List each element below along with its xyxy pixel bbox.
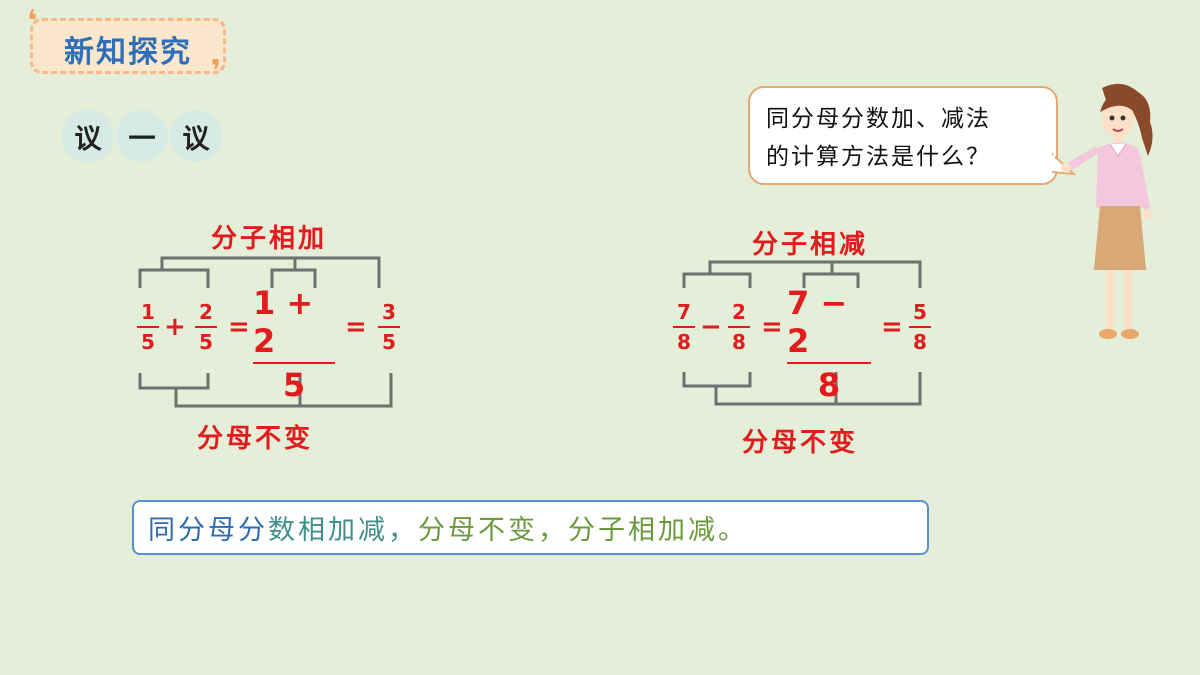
right-equals-1: = — [761, 312, 783, 342]
bubble-line-1: 同分母分数加、减法 — [766, 106, 991, 132]
section-title-badge: ❛ 新知探究 ❜ — [27, 7, 226, 87]
teacher-illustration — [1061, 83, 1153, 339]
bubble-line-2: 的计算方法是什么？ — [766, 144, 991, 170]
close-quote-icon: ❜ — [210, 54, 221, 89]
summary-box: 同分母分数相加减，分母不变，分子相加减。 — [132, 500, 929, 555]
left-bottom-label: 分母不变 — [197, 424, 314, 454]
discuss-circle-2: 一 — [116, 110, 168, 162]
summary-part-3: 分母不变，分子相加减。 — [418, 515, 748, 546]
summary-part-2: 数相加减， — [268, 515, 418, 546]
left-equals-2: = — [345, 312, 367, 342]
left-equals-1: = — [228, 312, 250, 342]
left-bracket-lines — [138, 256, 393, 408]
right-top-label: 分子相减 — [752, 230, 869, 260]
right-bracket-lines — [682, 260, 922, 406]
right-equals-2: = — [881, 312, 903, 342]
right-minus-sign: − — [700, 312, 722, 342]
right-bottom-label: 分母不变 — [742, 428, 859, 458]
left-plus-sign: + — [164, 312, 186, 342]
summary-part-1: 同分母分 — [148, 515, 268, 546]
discuss-circle-3: 议 — [170, 110, 222, 162]
section-title: 新知探究 — [64, 35, 192, 70]
discuss-circle-1: 议 — [62, 110, 114, 162]
open-quote-icon: ❛ — [27, 4, 38, 39]
left-top-label: 分子相加 — [211, 224, 328, 254]
speech-bubble: 同分母分数加、减法 的计算方法是什么？ — [748, 86, 1058, 185]
